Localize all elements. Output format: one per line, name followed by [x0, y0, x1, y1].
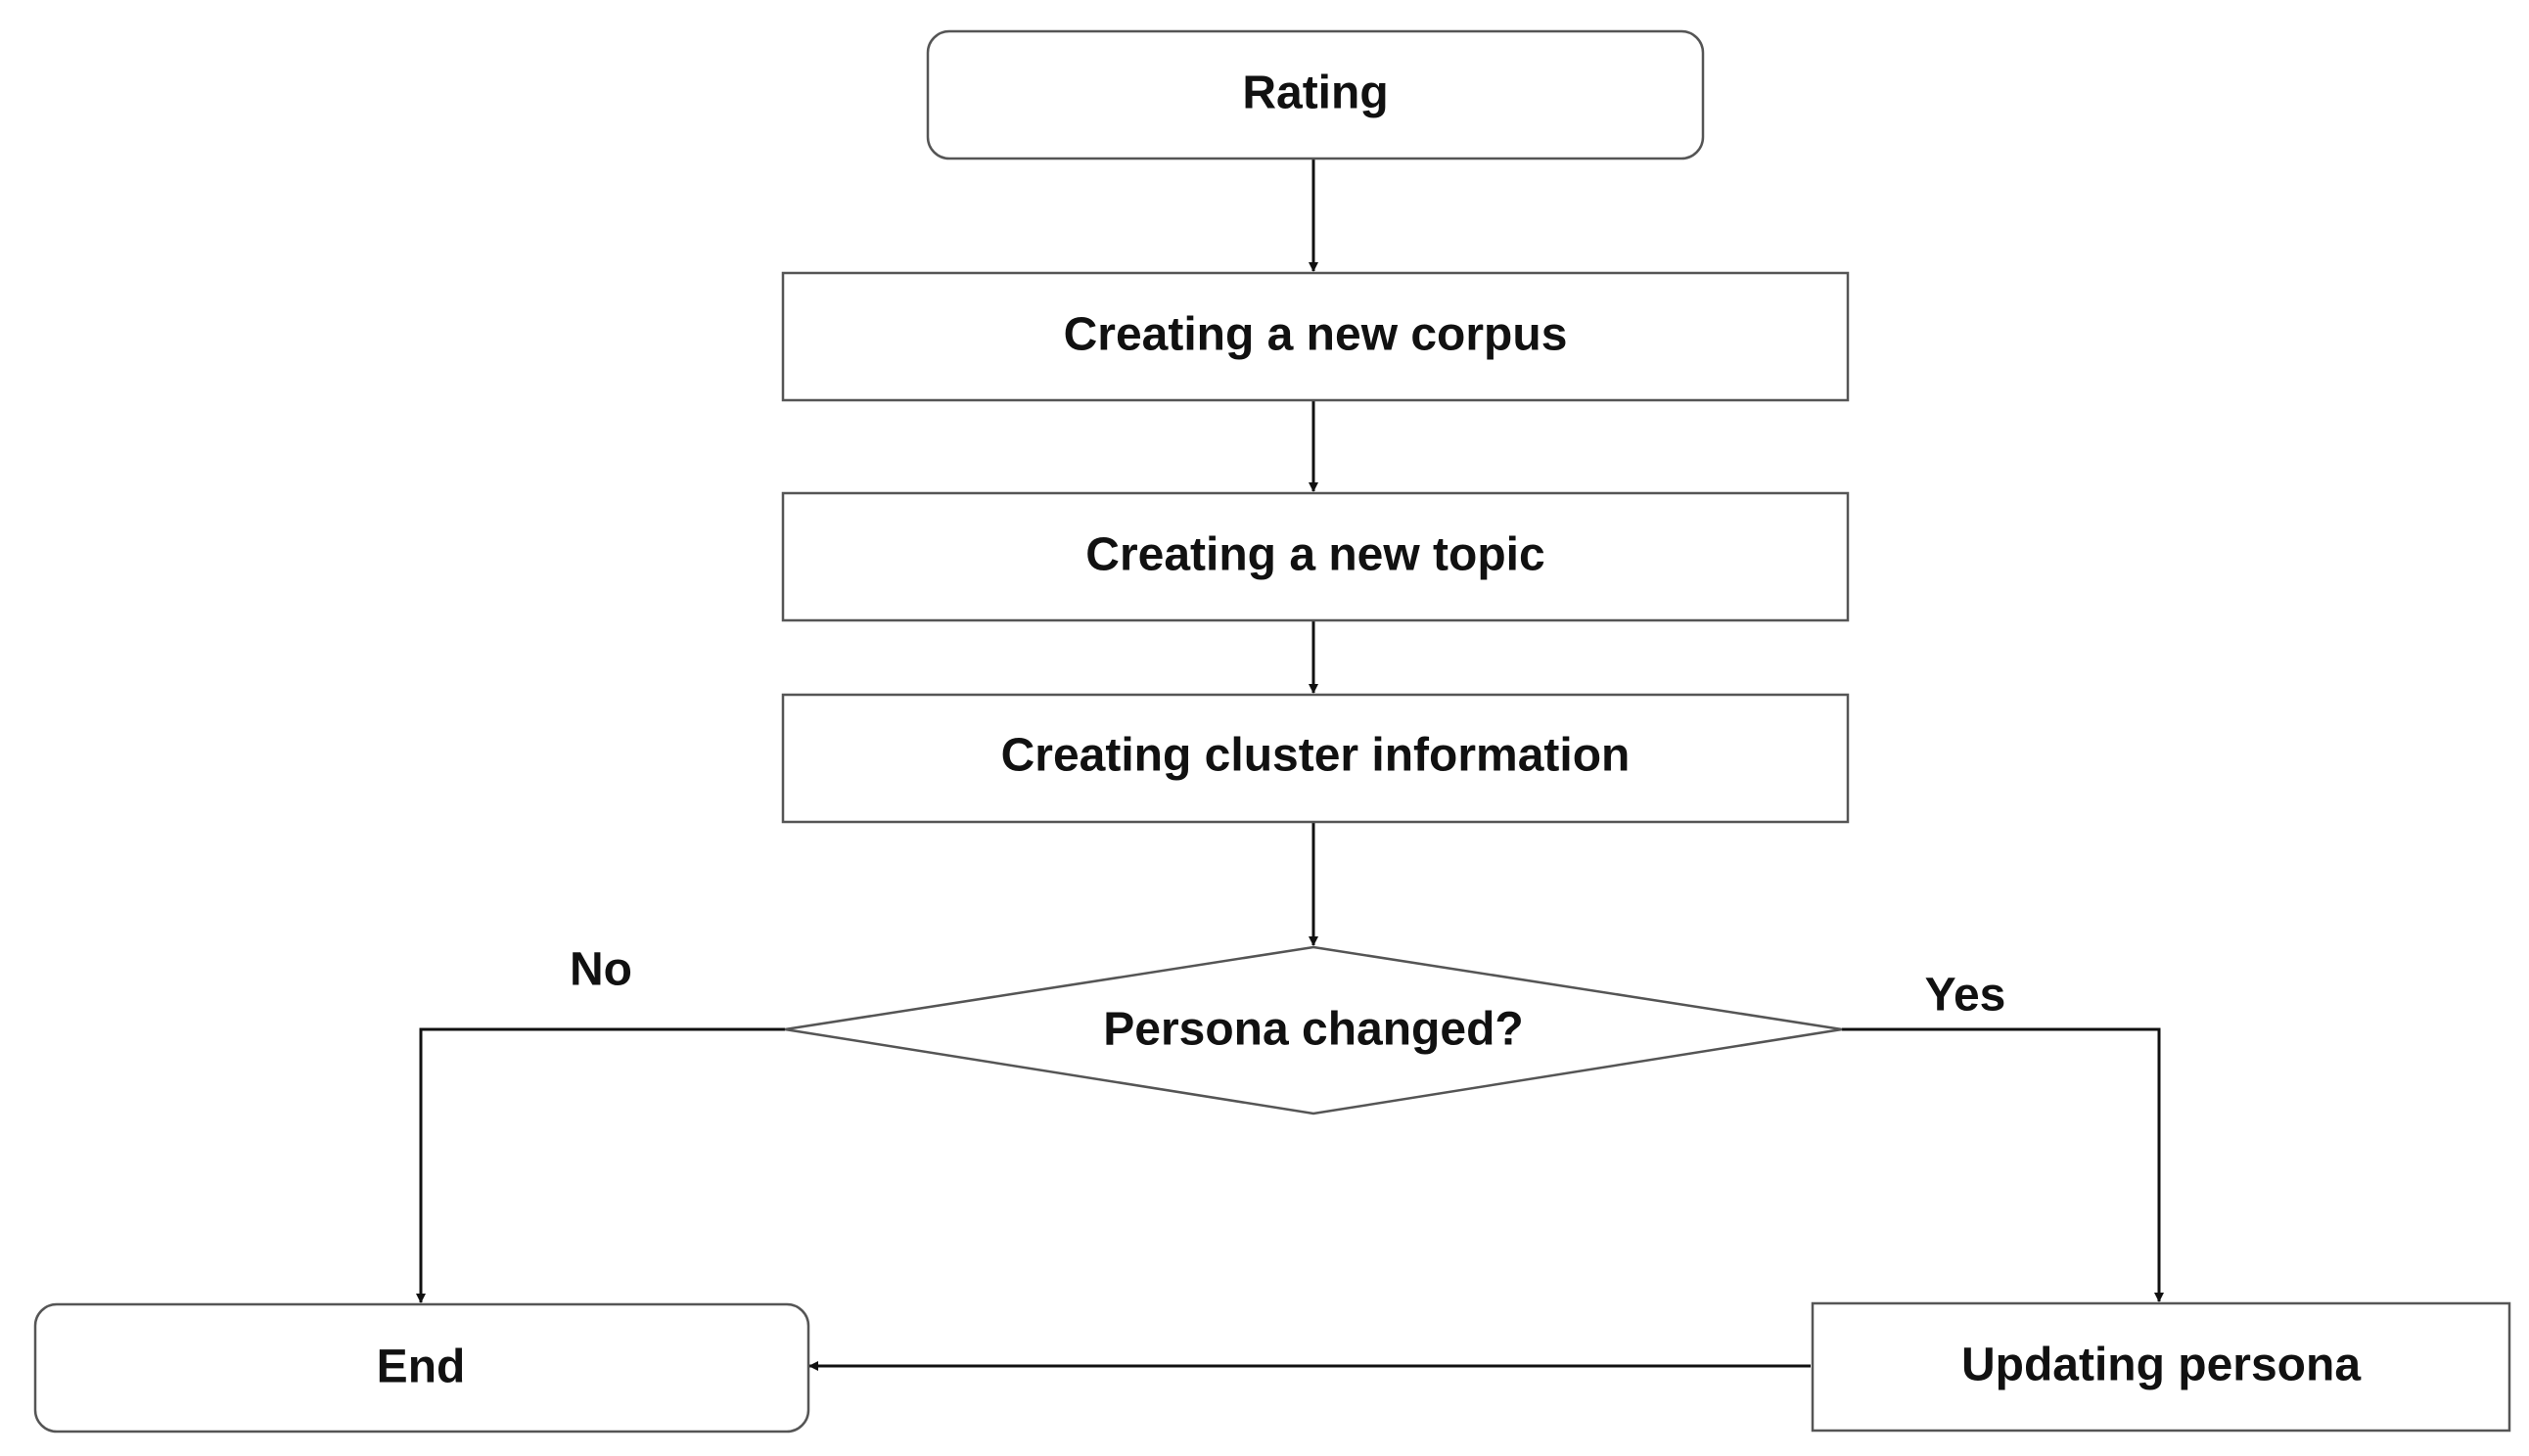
node-rating: Rating — [926, 29, 1705, 160]
edges — [416, 159, 2164, 1371]
updating-persona-label: Updating persona — [1961, 1340, 2361, 1391]
edge-no-to-end — [416, 1027, 785, 1303]
persona-changed-decision-shape — [784, 945, 1843, 1115]
new-corpus-shape — [781, 271, 1850, 402]
updating-persona-shape — [1811, 1301, 2511, 1433]
node-end: End — [33, 1302, 810, 1433]
new-corpus-label: Creating a new corpus — [1064, 309, 1568, 361]
edge-label-yes: Yes — [1925, 970, 2006, 1022]
cluster-info-label: Creating cluster information — [1001, 730, 1631, 782]
persona-changed-label: Persona changed? — [1103, 1004, 1523, 1056]
cluster-info-shape — [781, 693, 1850, 824]
rating-label: Rating — [1242, 68, 1388, 119]
rating-shape — [926, 29, 1705, 160]
end-shape — [33, 1302, 810, 1433]
node-updating-persona: Updating persona — [1811, 1301, 2511, 1433]
new-topic-shape — [781, 491, 1850, 622]
node-new-topic: Creating a new topic — [781, 491, 1850, 622]
node-persona-changed: Persona changed? — [784, 945, 1843, 1115]
end-label: End — [377, 1342, 466, 1393]
new-topic-label: Creating a new topic — [1085, 529, 1544, 581]
edge-yes-to-updating — [1842, 1027, 2164, 1302]
node-new-corpus: Creating a new corpus — [781, 271, 1850, 402]
edge-label-no: No — [570, 944, 632, 996]
node-cluster-info: Creating cluster information — [781, 693, 1850, 824]
